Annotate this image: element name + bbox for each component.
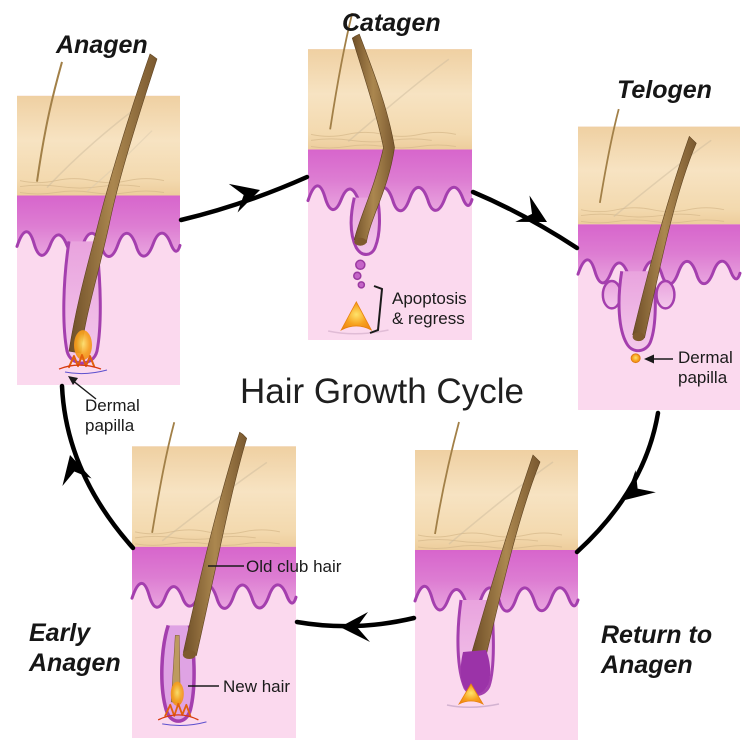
stage-label-return-anagen: Return to Anagen	[601, 621, 713, 679]
annotation-old-club-hair: Old club hair	[246, 557, 342, 576]
epidermis-lines	[580, 207, 725, 224]
panel-return-anagen	[413, 421, 580, 740]
annotation-telogen-dermal-papilla: Dermal papilla	[678, 348, 733, 388]
panel-early-anagen	[130, 421, 298, 738]
epidermis-lines	[417, 532, 563, 549]
panel-catagen	[306, 12, 474, 341]
stage-label-catagen: Catagen	[342, 9, 441, 37]
faint-hair	[613, 139, 712, 218]
cycle-arrow-anagen-to-catagen	[178, 174, 310, 223]
faint-hair	[448, 461, 554, 545]
dermal-papilla	[58, 330, 108, 375]
hair-shaft	[68, 53, 158, 354]
club-hair-end	[354, 237, 367, 246]
panel-anagen	[15, 53, 182, 386]
stage-label-telogen: Telogen	[617, 76, 712, 104]
dermis-upper	[308, 149, 472, 211]
dermis-wavy-line	[130, 581, 298, 610]
cycle-arrow-telogen-to-return	[574, 410, 661, 555]
epidermis-lines	[19, 178, 165, 195]
annotation-new-hair: New hair	[223, 677, 291, 696]
club-hair-end	[632, 332, 645, 342]
stage-label-early-anagen: Early Anagen	[29, 619, 121, 677]
annotation-apoptosis-regress: Apoptosis & regress	[392, 289, 467, 329]
follicle-bulb	[460, 650, 491, 695]
dermal-papilla	[157, 681, 207, 727]
cycle-arrow-return-to-early	[294, 615, 417, 629]
stage-label-anagen: Anagen	[56, 31, 148, 59]
panel-telogen	[576, 108, 742, 410]
secondary-hair	[329, 12, 354, 130]
secondary-hair	[598, 108, 620, 203]
dermal-papilla	[630, 353, 641, 364]
skin-surface	[415, 450, 578, 550]
dermal-papilla	[446, 683, 500, 708]
hair-shaft	[351, 33, 395, 244]
dermis-wavy-line	[576, 258, 742, 286]
skin-surface	[17, 95, 180, 196]
secondary-hair	[151, 421, 176, 533]
skin-surface	[578, 126, 740, 225]
club-hair-end	[182, 650, 196, 660]
secondary-hair	[36, 61, 63, 182]
annotation-anagen-dermal-papilla: Dermal papilla	[85, 396, 140, 436]
page-title: Hair Growth Cycle	[240, 372, 524, 411]
cycle-arrow-catagen-to-telogen	[470, 189, 580, 251]
dermis-wavy-line	[306, 184, 474, 213]
old-club-hair-shaft	[182, 431, 248, 656]
epidermis-lines	[134, 529, 281, 546]
faint-hair	[347, 58, 450, 143]
dermis-upper	[132, 546, 296, 609]
apoptosis-regress-zone	[327, 259, 389, 335]
secondary-hair	[434, 421, 460, 535]
faint-hair	[161, 461, 268, 542]
